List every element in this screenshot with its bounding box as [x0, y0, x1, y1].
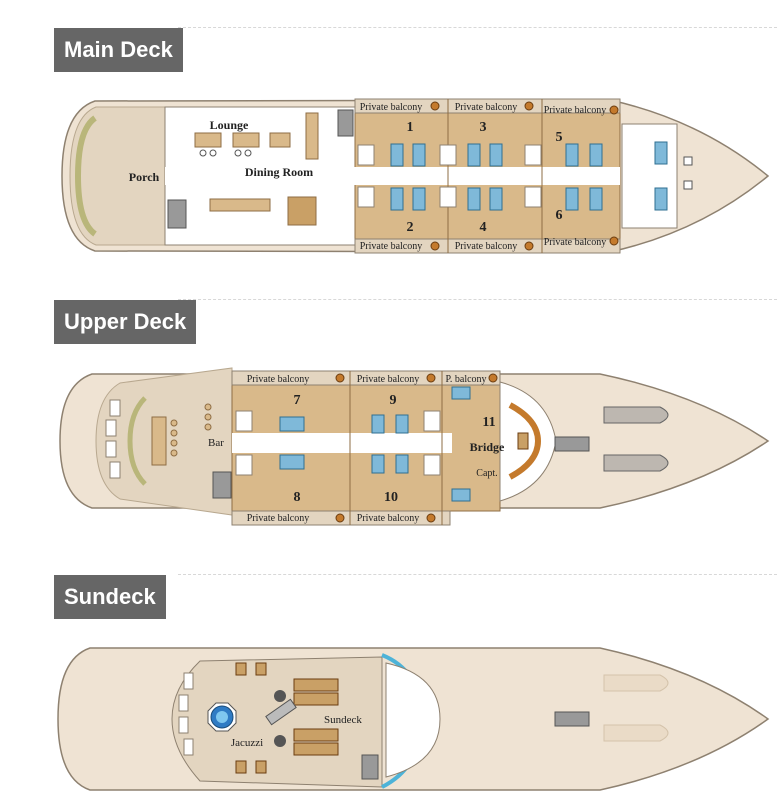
bar-label: Bar — [208, 437, 224, 449]
stairs-icon — [337, 109, 354, 137]
lounge-chair — [199, 149, 207, 157]
porch-area — [69, 106, 166, 246]
porch-railing — [74, 115, 97, 237]
sun-loungers — [235, 662, 339, 774]
captain-label: Capt. — [476, 468, 497, 479]
bow-fixture — [654, 187, 668, 211]
sundeck-canopy — [385, 662, 441, 778]
bridge-wheel-icon — [517, 432, 529, 450]
cabin-number-1: 1 — [407, 120, 414, 135]
balcony-label: Private balcony — [357, 513, 419, 524]
cabin-number-9: 9 — [390, 393, 397, 408]
jacuzzi-label: Jacuzzi — [231, 737, 263, 749]
balcony-label: Private balcony — [544, 237, 606, 248]
balcony-strip — [354, 238, 621, 254]
lounge-sofa — [269, 132, 291, 148]
balcony-label: Private balcony — [360, 102, 422, 113]
bar-stools — [170, 403, 212, 457]
cabin-number-2: 2 — [407, 220, 414, 235]
bathrooms-group — [235, 410, 441, 476]
stairs-icon — [554, 436, 590, 452]
lounge-chair — [209, 149, 217, 157]
section-divider — [178, 27, 777, 28]
lounge-sofa — [232, 132, 260, 148]
sundeck-section: Sundeck Jacuzzi — [0, 565, 777, 806]
beds-group — [390, 143, 603, 211]
bow-fixture — [654, 141, 668, 165]
tender-boat-icon — [603, 406, 669, 472]
main-deck-section: Main Deck — [0, 0, 777, 265]
lounge-label: Lounge — [210, 118, 249, 132]
stairs-icon — [361, 754, 379, 780]
cabin-number-4: 4 — [480, 220, 487, 235]
stairs-icon — [167, 199, 187, 229]
bow-hatch — [683, 180, 693, 190]
table-icon — [274, 735, 286, 747]
balcony-label: Private balcony — [455, 241, 517, 252]
sundeck-plan: Jacuzzi Sundeck — [57, 647, 770, 791]
porch-label: Porch — [129, 170, 160, 184]
main-corridor — [355, 167, 620, 185]
stairs-icon — [212, 471, 232, 499]
main-deck-title: Main Deck — [54, 28, 183, 72]
bridge-label: Bridge — [470, 440, 505, 454]
sundeck-title: Sundeck — [54, 575, 166, 619]
upper-deck-title: Upper Deck — [54, 300, 197, 344]
section-divider — [178, 299, 777, 300]
balcony-strip — [354, 98, 621, 114]
lounge-sofa — [194, 132, 222, 148]
balcony-label: Private balcony — [544, 105, 606, 116]
bridge-console — [508, 402, 542, 480]
section-divider — [178, 574, 777, 575]
cabin-number-8: 8 — [294, 490, 301, 505]
bar-table — [151, 416, 167, 466]
dining-table — [305, 112, 319, 160]
dining-room-label: Dining Room — [245, 165, 313, 179]
balcony-short-label: P. balcony — [445, 374, 486, 385]
bow-hatch — [683, 156, 693, 166]
main-deck-plan: Lounge Dining Room Porch Private balcony… — [61, 98, 770, 254]
bar-counter — [265, 698, 297, 726]
cabin-number-7: 7 — [294, 393, 301, 408]
balcony-label: Private balcony — [357, 374, 419, 385]
balcony-label: Private balcony — [360, 241, 422, 252]
table-icon — [274, 690, 286, 702]
bathrooms-group — [357, 144, 542, 208]
lounge-chair — [244, 149, 252, 157]
window-panels — [105, 399, 121, 479]
balcony-label: Private balcony — [455, 102, 517, 113]
cabin-number-10: 10 — [384, 490, 398, 505]
balcony-chair-icon — [335, 373, 498, 523]
sundeck-label: Sundeck — [324, 714, 362, 726]
stairs-icon — [554, 711, 590, 727]
dining-table — [209, 198, 271, 212]
upper-corridor — [232, 433, 452, 453]
upper-deck-plan: Bar Bridge Capt. Private balcony Private… — [59, 367, 770, 526]
cabin-number-11: 11 — [482, 415, 495, 430]
lounge-chair — [234, 149, 242, 157]
upper-deck-section: Upper Deck — [0, 265, 777, 565]
balcony-chair-icon — [430, 101, 619, 251]
corridor-extension — [165, 167, 355, 185]
bar-railing — [127, 396, 147, 486]
balcony-label: Private balcony — [247, 513, 309, 524]
balcony-label: Private balcony — [247, 374, 309, 385]
cabin-number-6: 6 — [556, 208, 563, 223]
jacuzzi-icon — [207, 702, 237, 732]
bar-counter — [287, 196, 317, 226]
beds-group — [279, 386, 471, 502]
cabin-number-3: 3 — [480, 120, 487, 135]
cabin-number-5: 5 — [556, 130, 563, 145]
tender-boat-icon — [603, 674, 669, 742]
window-panels — [178, 672, 194, 756]
bow-room — [621, 123, 678, 229]
